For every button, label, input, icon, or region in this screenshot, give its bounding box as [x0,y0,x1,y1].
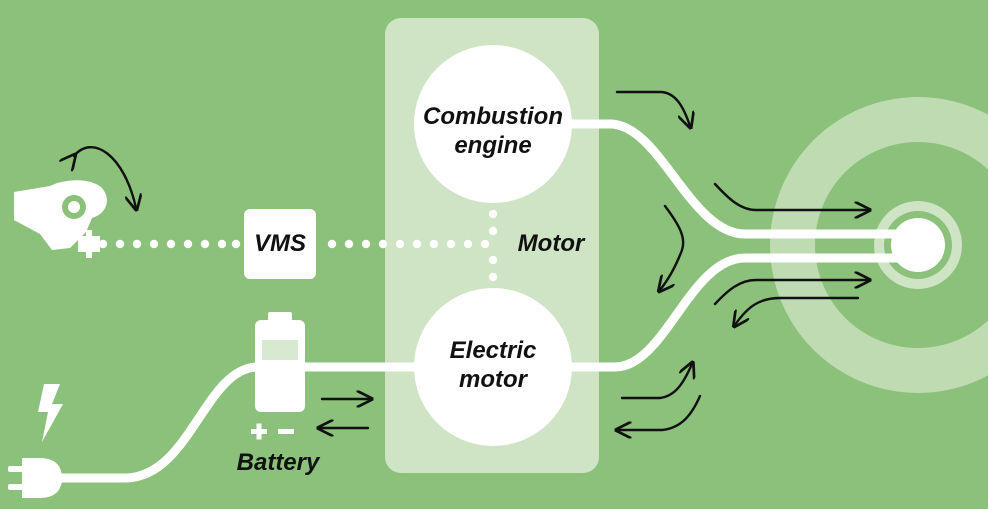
wheel-hub [891,218,945,272]
combustion-engine-label: Combustion engine [412,103,574,161]
power-lines [50,119,905,483]
electric-motor-label-line2: motor [459,365,527,393]
wheel-return-arrow [735,296,860,325]
vms-box [244,209,316,279]
lightning-bolt-icon [38,384,63,442]
combustion-engine-label-line2: engine [454,131,532,159]
junction-down-arrow [660,204,685,290]
combustion-engine-circle [414,45,572,203]
motor-label: Motor [517,230,585,257]
flow-arrows [74,90,868,430]
wheel-target-icon [770,97,988,393]
motor-out-arrow-1 [620,364,692,400]
wheel-mid-arrow [713,280,868,306]
engine-output-arrow [615,90,690,126]
throttle-rotate-arrow [74,146,136,208]
battery-icon [251,312,305,440]
hand-pedal-icon [14,180,107,258]
battery-label: Battery [236,449,320,476]
motor-out-arrow-2 [618,394,702,430]
wheel-top-arrow [713,182,868,210]
electric-motor-circle [414,288,572,446]
power-plug-icon [8,458,62,498]
control-lines [98,209,498,282]
combustion-engine-label-line1: Combustion [423,103,563,130]
vms-label: VMS [253,230,306,257]
electric-motor-label-line1: Electric [449,337,537,364]
electric-motor-label: Electric motor [412,337,574,395]
